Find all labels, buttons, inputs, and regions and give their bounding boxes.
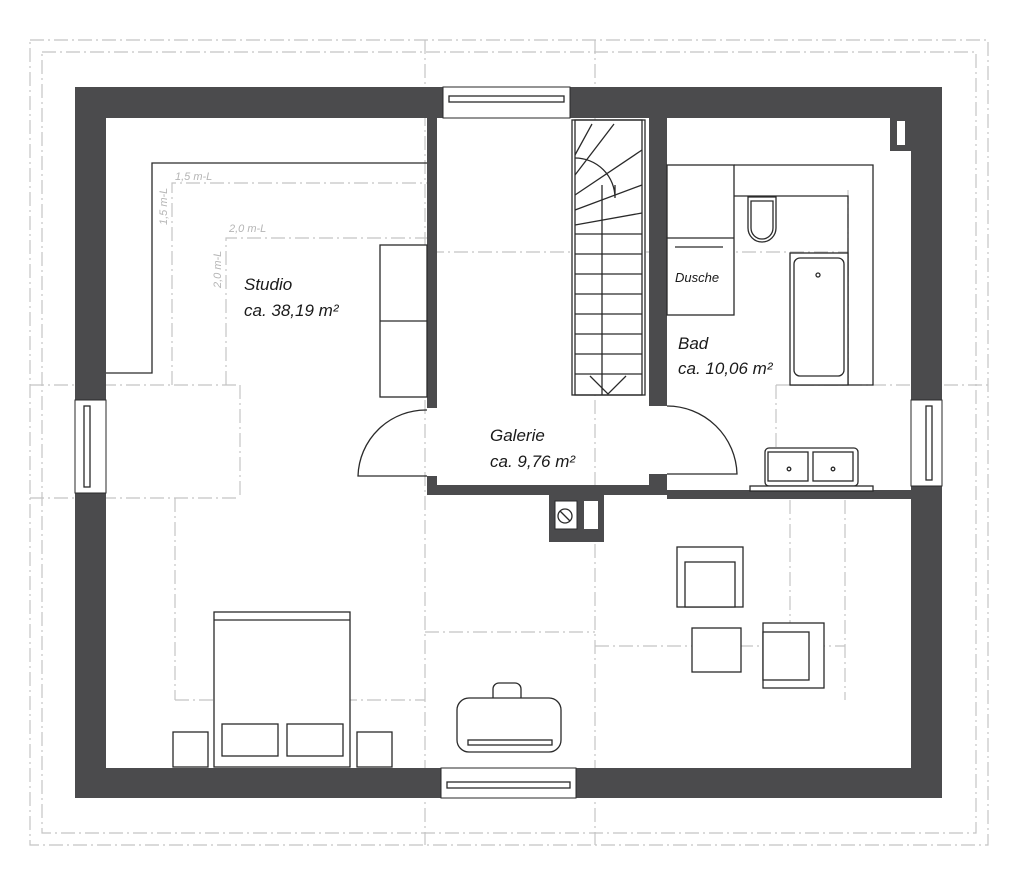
door-studio [357, 409, 428, 477]
height-lines: 1,5 m-L 1,5 m-L 2,0 m-L 2,0 m-L [158, 171, 427, 385]
double-sink [764, 447, 859, 487]
height-label-1-5: 1,5 m-L [175, 171, 212, 183]
shower [666, 164, 735, 316]
room-area-galerie: ca. 9,76 m² [490, 452, 576, 471]
room-area-bad: ca. 10,06 m² [678, 359, 774, 378]
room-name-studio: Studio [244, 275, 292, 294]
armchair-1 [676, 546, 744, 608]
cabinet [379, 244, 428, 398]
staircase [571, 119, 646, 396]
door-bad [666, 405, 738, 475]
bed [213, 611, 351, 768]
knee-wall-line [106, 162, 427, 374]
chimney-icon [557, 508, 573, 524]
desk [456, 682, 562, 753]
room-name-bad: Bad [678, 334, 709, 353]
height-label-2-0-vertical: 2,0 m-L [212, 251, 224, 289]
nightstand-right [356, 731, 393, 768]
windows [74, 86, 943, 799]
height-label-2-0: 2,0 m-L [228, 223, 266, 235]
side-table [691, 627, 742, 673]
room-name-dusche: Dusche [675, 270, 719, 285]
bathtub [789, 252, 849, 386]
height-label-1-5-vertical: 1,5 m-L [158, 188, 170, 225]
armchair-2 [762, 622, 825, 689]
room-name-galerie: Galerie [490, 426, 545, 445]
room-area-studio: ca. 38,19 m² [244, 301, 340, 320]
bathroom-fixtures [666, 164, 874, 492]
nightstand-left [172, 731, 209, 768]
toilet [747, 196, 777, 243]
